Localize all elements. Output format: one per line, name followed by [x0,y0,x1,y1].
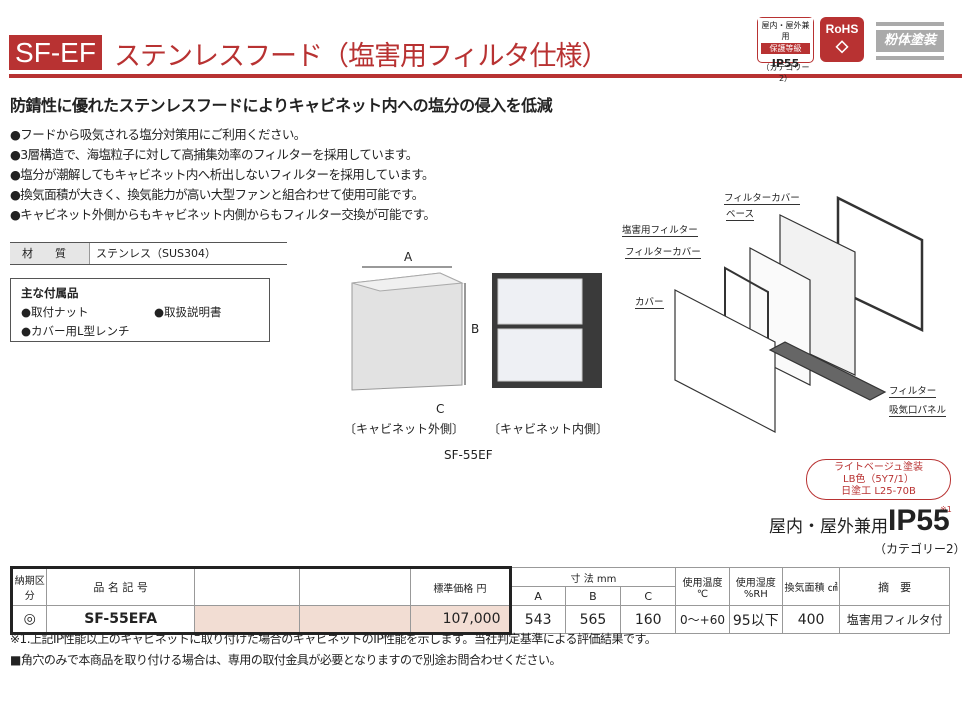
header-b: B [564,586,622,606]
footnote-1: ※1.上記IP性能以上のキャビネットに取り付けた場合のキャビネットのIP性能を示… [10,632,657,646]
footnote-2: ■角穴のみで本商品を取り付ける場合は、専用の取付金具が必要となりますので別途お問… [10,653,561,667]
cell-blank2 [299,605,412,635]
label-filter: フィルター [889,383,937,398]
spec-table: 納期区分 品 名 記 号 標準価格 円 寸 法 mm 使用温度 ℃ 使用湿度 %… [9,566,950,635]
ip-prefix: 屋内・屋外兼用 [769,517,888,537]
paint-line: 日塗工 L25-70B [841,486,916,497]
dim-b-label: B [471,322,480,336]
dim-c-label: C [436,402,445,416]
cell-a: 543 [509,605,566,634]
cell-delivery: ◎ [9,605,48,635]
ip-badge-line3: IP55 [771,57,800,70]
label-base: ベース [726,206,755,221]
ip-rating: IP55 [888,504,950,537]
caption-outside: 〔キャビネット外側〕 [344,422,465,436]
cell-humidity: 95以下 [728,605,783,634]
leaf-icon: ◇ [835,38,849,55]
accessory-item: ●取付ナット [21,305,89,319]
page-title: ステンレスフード（塩害用フィルタ仕様） [114,41,608,72]
bullet: ●3層構造で、海塩粒子に対して高捕集効率のフィルターを採用しています。 [10,147,418,162]
paint-line: ライトベージュ塗装 [833,462,924,473]
intake-panel [768,341,887,401]
label-cover: カバー [635,294,664,309]
material-label: 材 質 [10,243,90,264]
lead-heading: 防錆性に優れたステンレスフードによりキャビネット内への塩分の侵入を低減 [10,96,553,115]
label-intake-panel: 吸気口パネル [889,402,947,417]
header-summary: 摘 要 [839,567,950,606]
cell-c: 160 [620,605,677,634]
label-filter-cover-rear: フィルターカバー [724,190,800,205]
accessory-item: ●カバー用L型レンチ [21,324,130,338]
rohs-badge: RoHS ◇ [820,17,864,62]
cell-area: 400 [781,605,841,634]
bullet: ●換気面積が大きく、換気能力が高い大型ファンと組合わせて使用可能です。 [10,187,424,202]
cell-summary: 塩害用フィルタ付 [839,605,950,634]
paint-line: LB色（5Y7/1） [843,474,914,485]
header-delivery: 納期区分 [9,566,48,606]
hood-outside [351,272,463,391]
header-price: 標準価格 円 [410,566,512,606]
product-figure [351,266,602,391]
bullet: ●キャビネット外側からもキャビネット内側からもフィルター交換が可能です。 [10,207,436,222]
ip-badge-line2: 保護等級 [761,43,810,54]
ip-badge-line1: 屋内・屋外兼用 [758,18,813,42]
powder-coat-badge: 粉体塗装 [876,22,944,60]
ip-badge-caption: （カテゴリー2） [761,63,810,83]
dim-a-label: A [404,250,413,264]
header-c: C [620,586,677,606]
header-blank2 [299,566,412,606]
header-a: A [509,586,566,606]
ip-note-marker: ※1 [940,505,952,514]
label-filter-cover-front: フィルターカバー [625,244,701,259]
product-code: SF-EF [9,35,102,70]
cell-b: 565 [564,605,622,634]
accessories-box: 主な付属品 ●取付ナット ●取扱説明書 ●カバー用L型レンチ [10,278,270,342]
cell-name: SF-55EFA [46,605,195,635]
paint-badge: ライトベージュ塗装 LB色（5Y7/1） 日塗工 L25-70B [806,459,951,500]
cell-blank1 [193,605,301,635]
caption-inside: 〔キャビネット内側〕 [488,422,609,436]
header-dims: 寸 法 mm [509,567,677,587]
bullet: ●塩分が潮解してもキャビネット内へ析出しないフィルターを採用しています。 [10,167,435,182]
accessories-title: 主な付属品 [21,286,79,300]
exploded-diagram [674,195,924,433]
header-blank1 [193,566,301,606]
cell-temp: 0～+60 [675,605,730,634]
material-value: ステンレス（SUS304） [96,247,217,260]
ip-badge: 屋内・屋外兼用 保護等級 IP55 [757,17,814,70]
material-row: 材 質ステンレス（SUS304） [10,242,287,265]
header-temp: 使用温度 ℃ [675,567,730,606]
cell-price: 107,000 [410,605,512,635]
powder-coat-label: 粉体塗装 [876,30,944,52]
header-area: 換気面積 ㎠ [781,567,841,606]
header-name: 品 名 記 号 [46,566,195,606]
table-row: ◎ SF-55EFA 107,000 543 565 160 0～+60 95以… [9,605,950,635]
accessory-item: ●取扱説明書 [154,305,222,319]
header-humidity: 使用湿度 %RH [728,567,783,606]
figure-model: SF-55EF [444,448,493,462]
cover [674,289,776,433]
label-salt-filter: 塩害用フィルター [622,222,698,237]
bullet: ●フードから吸気される塩分対策用にご利用ください。 [10,127,306,142]
title-rule [9,74,962,78]
rohs-label: RoHS [825,22,859,36]
ip-category: （カテゴリー2） [874,542,966,556]
